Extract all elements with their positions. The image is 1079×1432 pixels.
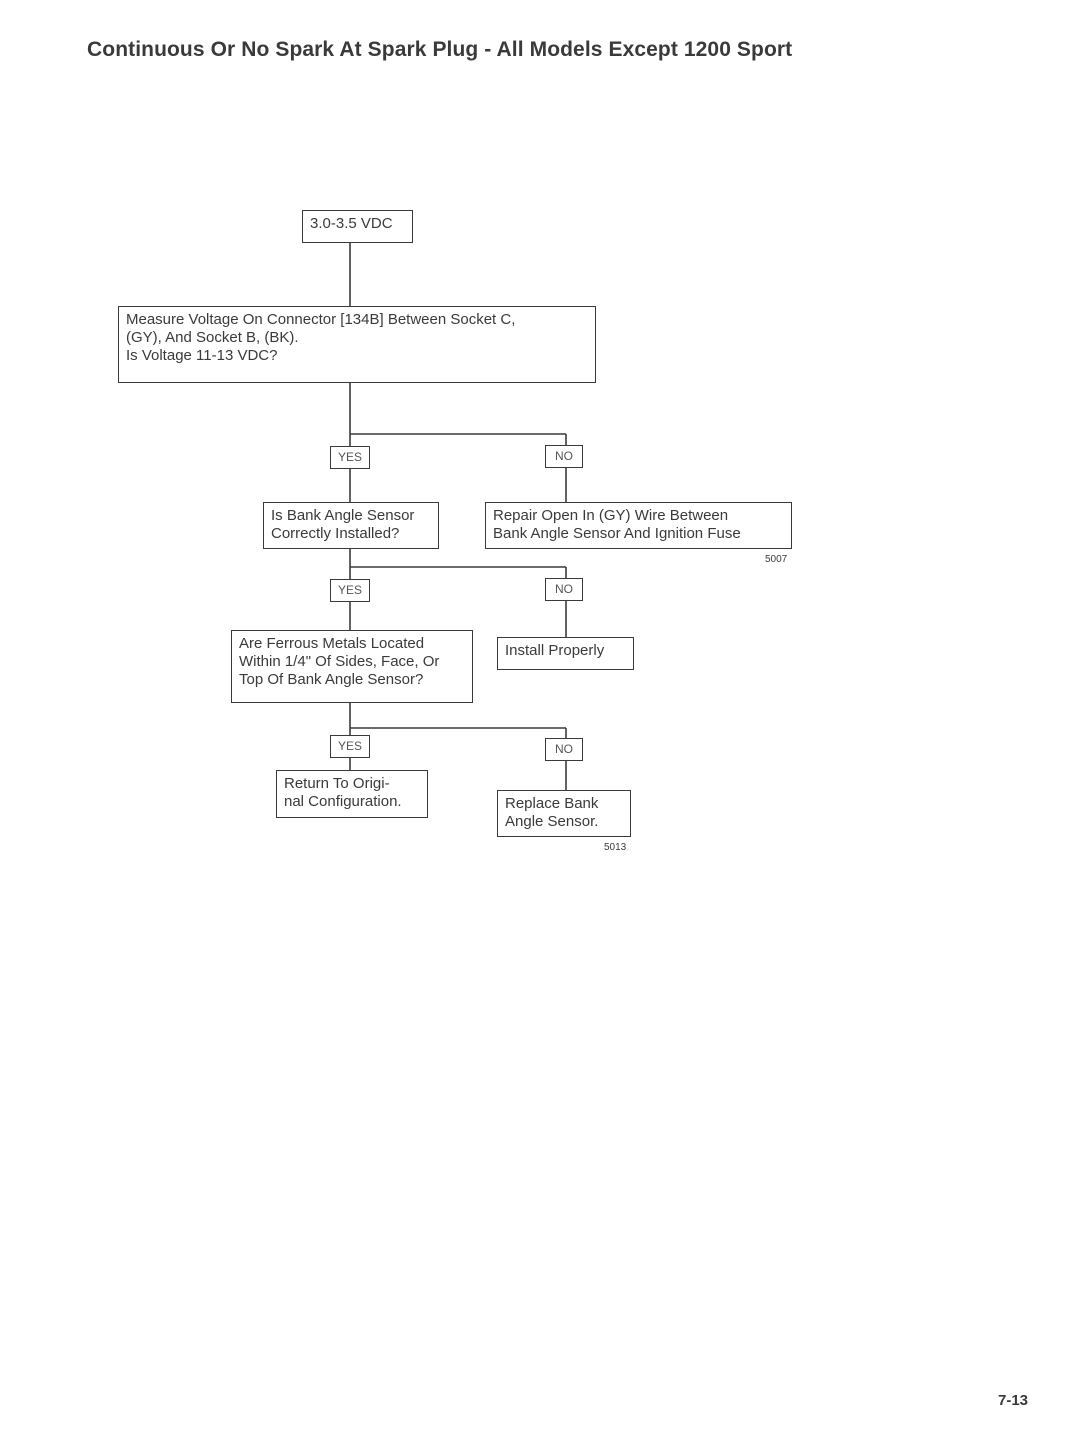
repair-open-box: Repair Open In (GY) Wire Between Bank An…	[485, 502, 792, 549]
yes-label-3: YES	[330, 735, 370, 758]
start-box: 3.0-3.5 VDC	[302, 210, 413, 243]
page-title: Continuous Or No Spark At Spark Plug - A…	[87, 38, 793, 61]
bank-angle-question-box: Is Bank Angle Sensor Correctly Installed…	[263, 502, 439, 549]
yes-label-2: YES	[330, 579, 370, 602]
no-label-3: NO	[545, 738, 583, 761]
page-number: 7-13	[998, 1392, 1029, 1409]
no-label-2: NO	[545, 578, 583, 601]
return-original-box: Return To Origi- nal Configuration.	[276, 770, 428, 818]
replace-sensor-box: Replace Bank Angle Sensor.	[497, 790, 631, 837]
no-label-1: NO	[545, 445, 583, 468]
install-properly-box: Install Properly	[497, 637, 634, 670]
yes-label-1: YES	[330, 446, 370, 469]
measure-voltage-box: Measure Voltage On Connector [134B] Betw…	[118, 306, 596, 383]
figure-number-1: 5007	[765, 554, 788, 565]
figure-number-2: 5013	[604, 842, 627, 853]
ferrous-metals-question-box: Are Ferrous Metals Located Within 1/4" O…	[231, 630, 473, 703]
